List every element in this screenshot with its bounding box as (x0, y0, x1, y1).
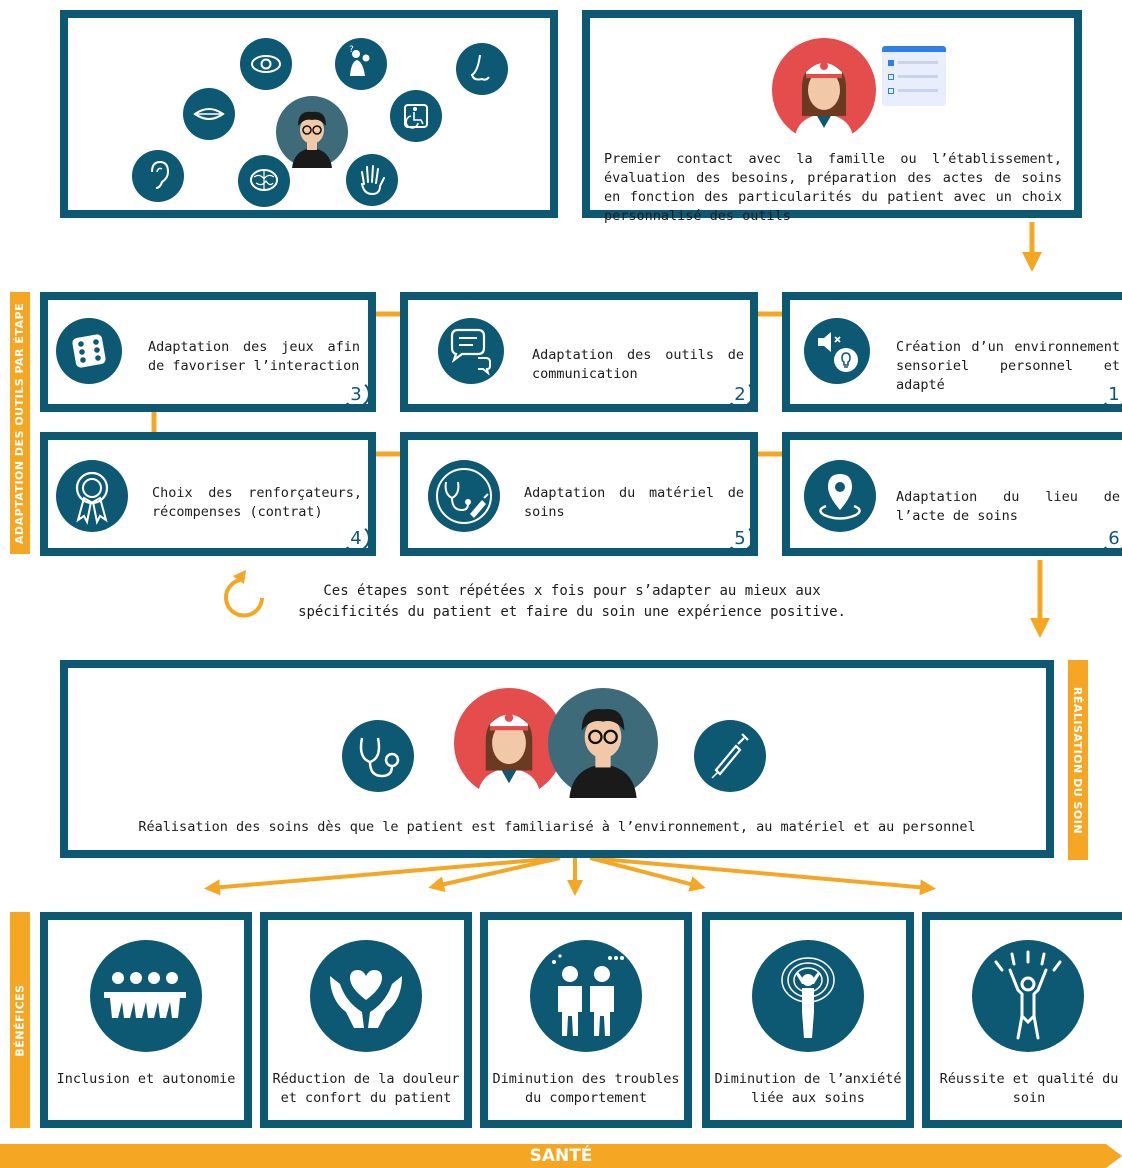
step-1-number: 1 (1100, 380, 1122, 408)
step-5-number: 5 (726, 524, 754, 552)
svg-text:?: ? (349, 45, 354, 55)
benefit-anxiety-text: Diminution de l’anxiété liée aux soins (714, 1071, 902, 1106)
anxious-person-icon (752, 940, 864, 1052)
stethoscope-syringe-icon (428, 460, 500, 532)
step-2-number: 2 (726, 380, 754, 408)
step-2-text: Adaptation des outils de communication (532, 347, 744, 382)
benefit-box-behavior: Diminution des troubles du comportement (480, 912, 692, 1128)
benefit-box-inclusion: Inclusion et autonomie (40, 912, 252, 1128)
checklist-icon (882, 46, 946, 106)
nurse-avatar (772, 38, 876, 142)
step-box-2: Adaptation des outils de communication 2 (400, 292, 758, 412)
heart-hands-icon (310, 940, 422, 1052)
sensory-profile-box: ? (60, 10, 558, 218)
hand-icon (346, 154, 398, 206)
celebrating-person-icon (972, 940, 1084, 1052)
wheelchair-icon (390, 90, 442, 142)
patient-avatar (276, 96, 348, 168)
people-chain-icon (90, 940, 202, 1052)
repeat-note: Ces étapes sont répétées x fois pour s’a… (298, 583, 846, 620)
ear-icon (132, 150, 184, 202)
step-box-3: Adaptation des jeux afin de favoriser l’… (40, 292, 376, 412)
side-label-realisation: RÉALISATION DU SOIN (1068, 660, 1088, 860)
nose-icon (456, 43, 508, 95)
child-hug-icon: ? (335, 38, 387, 90)
step-box-6: Adaptation du lieu de l’acte de soins 6 (782, 432, 1122, 556)
benefit-success-text: Réussite et qualité du soin (939, 1071, 1119, 1106)
step-box-1: Création d’un environnement sensoriel pe… (782, 292, 1122, 412)
benefit-pain-text: Réduction de la douleur et confort du pa… (272, 1071, 460, 1106)
side-label-benefits: BÉNÉFICES (10, 912, 30, 1128)
step-3-text: Adaptation des jeux afin de favoriser l’… (148, 339, 360, 374)
stethoscope-icon (342, 720, 414, 792)
benefit-box-anxiety: Diminution de l’anxiété liée aux soins (702, 912, 914, 1128)
mute-lightbulb-icon (804, 318, 870, 384)
location-pin-icon (804, 460, 876, 532)
assessment-box: Premier contact avec la famille ou l’éta… (582, 10, 1082, 224)
step-6-number: 6 (1100, 524, 1122, 552)
benefit-box-pain: Réduction de la douleur et confort du pa… (260, 912, 472, 1128)
award-ribbon-icon (56, 460, 128, 532)
step-5-text: Adaptation du matériel de soins (524, 485, 744, 520)
eye-icon (240, 38, 292, 90)
step-6-text: Adaptation du lieu de l’acte de soins (896, 489, 1120, 524)
sante-bar (0, 1144, 1122, 1168)
realisation-box: Réalisation des soins dès que le patient… (60, 660, 1054, 858)
patient-avatar-large (548, 688, 658, 798)
brain-icon (238, 155, 290, 207)
speech-bubbles-icon (438, 318, 504, 384)
side-label-steps: ADAPTATION DES OUTILS PAR ÉTAPE (10, 292, 30, 554)
step-3-number: 3 (342, 380, 370, 408)
step-4-number: 4 (342, 524, 370, 552)
step-box-5: Adaptation du matériel de soins 5 (400, 432, 758, 556)
benefit-behavior-text: Diminution des troubles du comportement (492, 1071, 680, 1106)
syringe-icon (694, 720, 766, 792)
nurse-avatar-large (454, 688, 564, 798)
benefit-box-success: Réussite et qualité du soin (922, 912, 1122, 1128)
mouth-icon (183, 88, 235, 140)
step-4-text: Choix des renforçateurs, récompenses (co… (152, 485, 362, 520)
assessment-text: Premier contact avec la famille ou l’éta… (604, 151, 1062, 224)
step-1-text: Création d’un environnement sensoriel pe… (896, 339, 1120, 393)
two-people-icon (530, 940, 642, 1052)
step-box-4: Choix des renforçateurs, récompenses (co… (40, 432, 376, 556)
sante-label: SANTÉ (529, 1146, 593, 1166)
dice-icon (56, 318, 122, 384)
benefit-inclusion-text: Inclusion et autonomie (56, 1071, 236, 1087)
realisation-text: Réalisation des soins dès que le patient… (138, 819, 976, 835)
